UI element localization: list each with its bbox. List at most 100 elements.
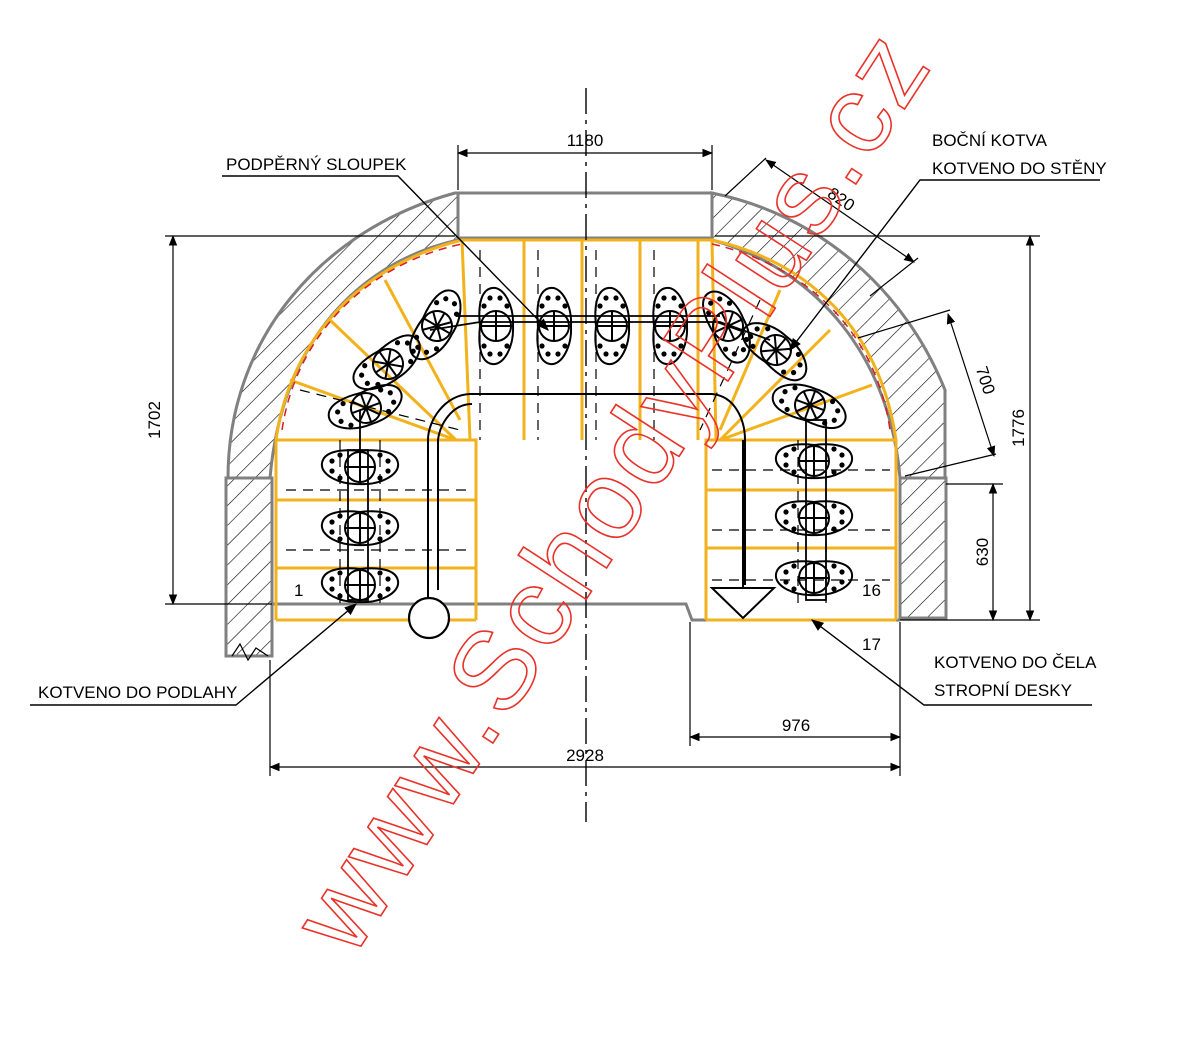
left-wall-lower: [224, 476, 274, 658]
bolt-hole: [385, 468, 391, 474]
plate-outline: [774, 560, 854, 597]
bolt-hole: [603, 351, 609, 357]
step-number-labels: 1 16 17: [294, 581, 881, 654]
bolt-hole: [795, 351, 801, 358]
bolt-hole: [337, 452, 343, 458]
bolt-hole: [839, 462, 845, 468]
bolt-hole: [750, 343, 756, 349]
dim-right-lower: 630: [973, 538, 992, 566]
bolt-hole: [433, 346, 440, 352]
bolt-hole: [329, 586, 335, 592]
leader-slab-anchor: [810, 619, 1092, 706]
bolt-hole: [613, 351, 619, 357]
support-post-circle: [407, 596, 451, 640]
bolt-hole: [562, 343, 568, 349]
bolt-hole: [423, 349, 430, 355]
bolt-hole: [385, 408, 392, 415]
leader-side-anchor: [789, 179, 1100, 352]
bolt-hole: [504, 343, 510, 349]
bolt-hole: [655, 303, 661, 309]
bolt-hole: [481, 343, 487, 349]
bolt-hole: [791, 469, 797, 475]
break-mark: [231, 642, 269, 662]
bolt-hole: [414, 334, 420, 340]
bolt-hole: [377, 570, 383, 576]
plate-outline: [774, 500, 854, 537]
right-wall-lower: [898, 476, 948, 620]
bolt-hole: [385, 576, 391, 582]
bolt-hole: [839, 509, 845, 515]
callout-floor-anchor: KOTVENO DO PODLAHY: [38, 683, 237, 702]
bolt-hole: [597, 343, 603, 349]
bolt-hole: [603, 295, 609, 301]
callout-slab-anchor-1: KOTVENO DO ČELA: [934, 653, 1097, 672]
dim-top-width: 1180: [567, 131, 604, 150]
bolt-hole: [740, 347, 747, 353]
bolt-hole: [408, 358, 414, 365]
bolt-hole: [791, 446, 797, 452]
bolt-hole: [831, 446, 837, 452]
spindle-spoke: [795, 397, 825, 413]
bolt-hole: [717, 296, 723, 302]
top-wall-segment: [456, 191, 714, 240]
bolt-hole: [562, 303, 568, 309]
step-plate: [536, 286, 573, 366]
spindle-circle: [350, 392, 382, 424]
bolt-hole: [377, 593, 383, 599]
bolt-hole: [504, 303, 510, 309]
stair-dashed-accent: [281, 243, 891, 431]
bolt-hole: [329, 468, 335, 474]
step-plate: [409, 289, 462, 361]
bolt-hole: [359, 372, 365, 378]
bolt-hole: [487, 351, 493, 357]
bolt-hole: [620, 303, 626, 309]
dim-bottom-right: 976: [782, 716, 810, 735]
step-plate: [771, 383, 847, 429]
spindle-circle: [794, 389, 826, 421]
bolt-hole: [487, 295, 493, 301]
bolt-hole: [790, 369, 797, 376]
plate-outline: [320, 449, 400, 486]
bolt-hole: [364, 380, 370, 386]
bolt-hole: [391, 399, 397, 405]
spindle-spoke: [713, 319, 743, 333]
bolt-hole: [329, 576, 335, 582]
spindle-circle: [421, 310, 453, 342]
bolt-hole: [337, 570, 343, 576]
bolt-hole: [545, 295, 551, 301]
bolt-hole: [661, 351, 667, 357]
bolt-hole: [404, 340, 411, 346]
bolt-hole: [348, 422, 354, 428]
bolt-hole: [783, 569, 789, 575]
bolt-hole: [655, 343, 661, 349]
bolt-hole: [671, 351, 677, 357]
bolt-hole: [831, 503, 837, 509]
exit-arrow: [709, 587, 777, 620]
bolt-hole: [765, 326, 771, 332]
bolt-hole: [337, 513, 343, 519]
bolt-hole: [497, 351, 503, 357]
bolt-hole: [831, 563, 837, 569]
bolt-hole: [539, 343, 545, 349]
bolt-hole: [722, 346, 729, 352]
bolt-hole: [706, 310, 712, 316]
bolt-hole: [731, 351, 737, 357]
bolt-hole: [497, 295, 503, 301]
bolt-hole: [797, 362, 803, 368]
callout-side-anchor-1: BOČNÍ KOTVA: [932, 131, 1048, 150]
bolt-hole: [822, 420, 828, 426]
bolt-hole: [839, 579, 845, 585]
dim-diagonal-right: 700: [972, 364, 999, 397]
bolt-hole: [434, 300, 440, 306]
step-plate: [320, 510, 400, 547]
bolt-hole: [831, 417, 837, 423]
bolt-hole: [754, 326, 760, 332]
bolt-hole: [783, 519, 789, 525]
step-plate: [327, 384, 403, 430]
spindle-spoke: [358, 393, 374, 423]
callout-slab-anchor-2: STROPNÍ DESKY: [934, 681, 1072, 700]
bolt-hole: [451, 301, 458, 307]
plate-outline: [594, 286, 631, 366]
step-plate: [320, 449, 400, 486]
